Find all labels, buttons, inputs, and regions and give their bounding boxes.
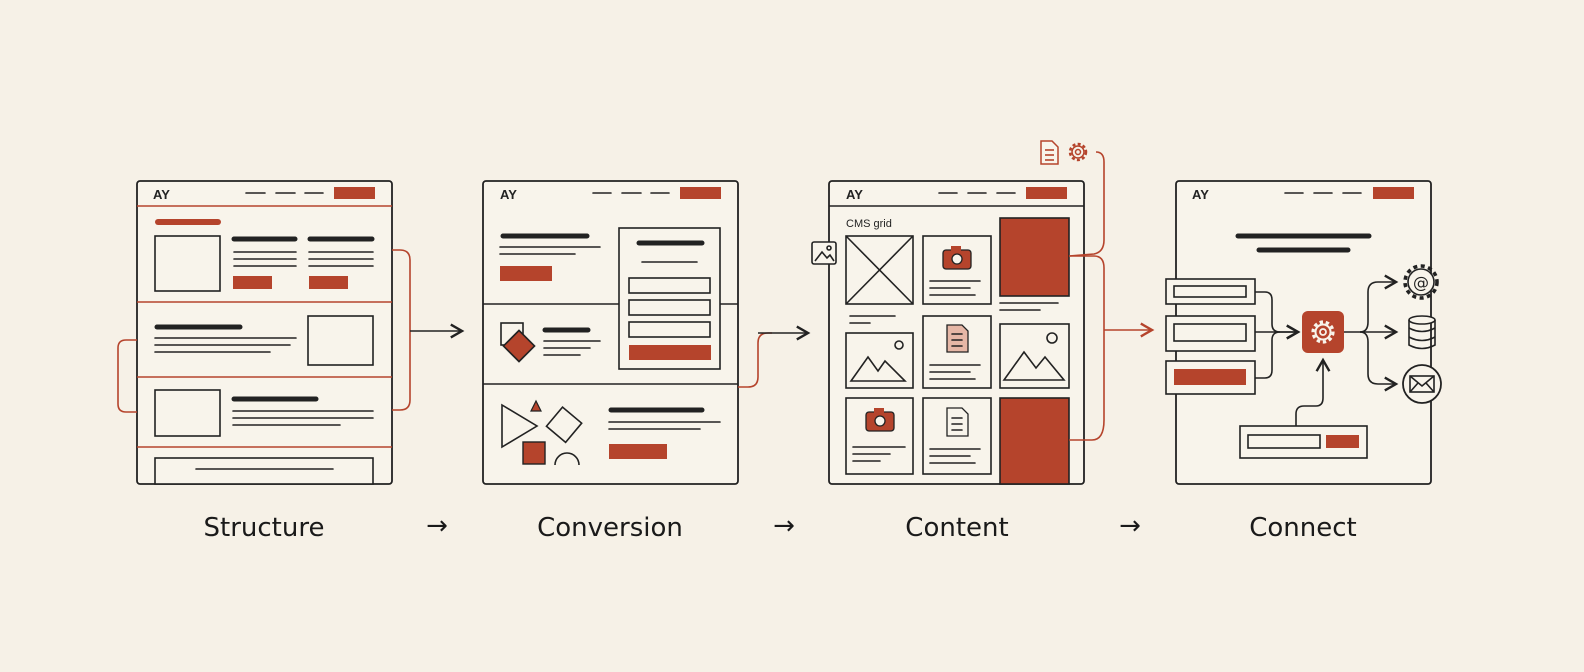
connect-logo: AY <box>1192 187 1209 202</box>
structure-nav-cta <box>334 187 375 199</box>
connect-nav <box>1284 187 1414 199</box>
at-gear-icon: @ <box>1403 264 1439 300</box>
cms-grid-label: CMS grid <box>846 218 892 230</box>
conversion-wireframe: AY <box>482 180 811 485</box>
arrow-conversion-to-content: → <box>773 511 795 541</box>
stage-label-structure: Structure <box>204 513 325 543</box>
content-wireframe: AY CMS grid <box>811 140 1155 485</box>
camera-icon <box>865 408 895 432</box>
form-input <box>628 277 711 294</box>
content-logo: AY <box>846 187 863 202</box>
form-submit <box>629 345 711 360</box>
image-icon <box>811 241 837 265</box>
camera-icon <box>942 246 972 270</box>
gear-icon <box>1302 311 1344 353</box>
arrow-structure-to-conversion: → <box>426 511 448 541</box>
database-icon <box>1408 315 1436 350</box>
structure-wireframe: AY <box>117 180 465 485</box>
structure-image-placeholder <box>154 235 221 292</box>
connect-wireframe: AY <box>1165 180 1442 485</box>
gear-icon <box>1068 142 1088 162</box>
stage-label-content: Content <box>905 513 1008 543</box>
stage-label-conversion: Conversion <box>537 513 683 543</box>
conversion-nav <box>592 187 721 199</box>
form-input <box>628 299 711 316</box>
document-icon <box>946 324 969 353</box>
arrow-content-to-connect: → <box>1119 511 1141 541</box>
document-icon <box>946 407 969 437</box>
envelope-icon <box>1402 364 1442 404</box>
svg-text:@: @ <box>1413 273 1429 292</box>
conversion-logo: AY <box>500 187 517 202</box>
structure-nav <box>245 187 375 199</box>
structure-logo: AY <box>153 187 170 202</box>
form-input <box>628 321 711 338</box>
content-nav <box>938 187 1067 199</box>
stage-label-connect: Connect <box>1249 513 1357 543</box>
document-icon <box>1040 140 1059 165</box>
